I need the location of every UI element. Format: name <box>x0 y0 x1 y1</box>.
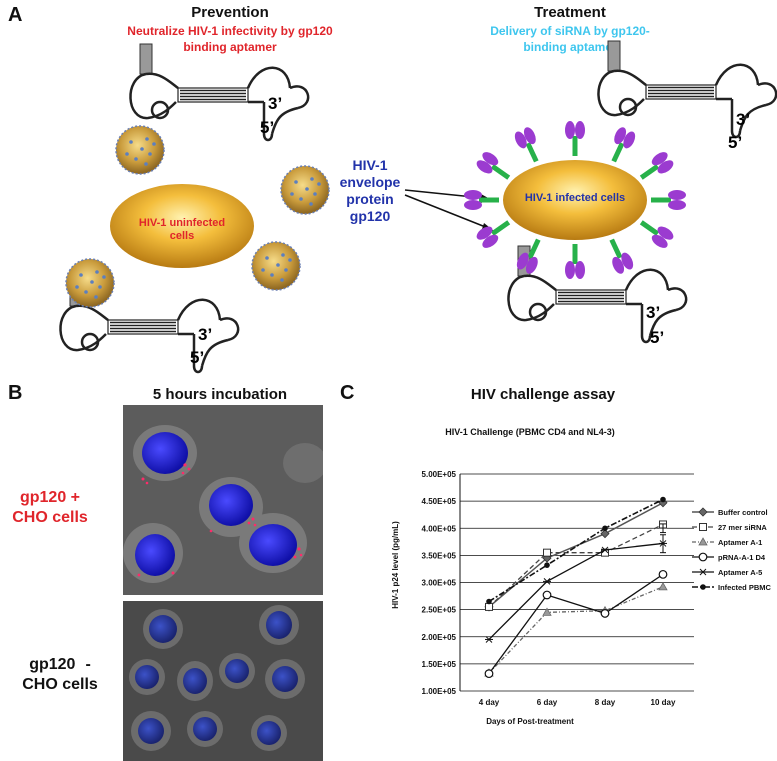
prevention-caption-line1: Neutralize HIV-1 infectivity by gp120 <box>127 24 333 38</box>
data-point <box>542 590 552 600</box>
data-point <box>486 598 492 605</box>
legend-marker <box>700 584 706 590</box>
x-tick-label: 6 day <box>537 698 558 707</box>
microscopy-images <box>123 405 323 761</box>
data-point <box>600 609 610 618</box>
panel-b-letter: B <box>8 382 23 404</box>
envelope-label-line4: gp120 <box>349 208 391 224</box>
data-point <box>660 496 666 503</box>
y-tick-label: 4.00E+05 <box>422 524 457 533</box>
legend-marker <box>698 537 708 546</box>
panel-c-letter: C <box>340 382 355 404</box>
legend-label: Aptamer A-5 <box>718 568 762 577</box>
panel-c-heading: HIV challenge assay <box>470 386 616 403</box>
treatment-caption-line1: Delivery of siRNA by gp120- <box>490 24 650 38</box>
legend-label: pRNA-A-1 D4 <box>718 553 766 562</box>
series-line <box>488 502 664 608</box>
data-point <box>543 548 551 557</box>
y-tick-label: 1.00E+05 <box>422 687 457 696</box>
data-point <box>658 569 668 579</box>
x-tick-label: 4 day <box>479 698 500 707</box>
uninfected-cell-label-line1: HIV-1 uninfected <box>138 217 226 229</box>
data-point <box>543 578 551 585</box>
treatment-caption-line2: binding aptamer <box>523 40 617 54</box>
series-line <box>488 573 664 675</box>
data-point <box>600 529 610 539</box>
three-prime-label: 3’ <box>198 325 213 344</box>
panel-a-letter: A <box>8 4 23 26</box>
infected-cell-label: HIV-1 infected cells <box>524 192 626 204</box>
envelope-label-line2: envelope <box>339 174 401 190</box>
x-tick-label: 10 day <box>651 698 676 707</box>
three-prime-label: 3’ <box>268 94 283 113</box>
data-point <box>658 582 668 591</box>
y-tick-label: 5.00E+05 <box>422 470 457 479</box>
five-prime-label: 5’ <box>190 348 205 367</box>
panel-a-illustration <box>59 39 777 374</box>
three-prime-label: 3’ <box>736 110 751 129</box>
cho-cells-label: CHO cells <box>22 676 98 693</box>
data-point <box>601 548 609 557</box>
gp120-minus-image <box>123 601 323 761</box>
three-prime-label: 3’ <box>646 303 661 322</box>
prevention-caption-line2: binding aptamer <box>183 40 277 54</box>
data-point <box>485 602 493 611</box>
y-tick-label: 3.50E+05 <box>422 551 457 560</box>
legend-marker <box>698 507 708 517</box>
gp120-minus-label: gp120 <box>29 656 76 673</box>
data-point <box>602 525 608 532</box>
legend-label: Buffer control <box>718 508 768 517</box>
treatment-heading: Treatment <box>534 4 606 21</box>
y-tick-label: 4.50E+05 <box>422 497 457 506</box>
legend-label: Infected PBMC <box>718 583 772 592</box>
uninfected-cell <box>110 184 254 268</box>
series-line <box>488 523 664 608</box>
data-point <box>544 562 550 568</box>
five-prime-label: 5’ <box>650 328 665 347</box>
chart-title: HIV-1 Challenge (PBMC CD4 and NL4-3) <box>445 427 615 437</box>
gp120-plus-image <box>123 405 323 595</box>
legend-marker <box>699 568 707 576</box>
prevention-heading: Prevention <box>191 4 269 21</box>
uninfected-cell-label-line2: cells <box>169 230 195 242</box>
legend-marker <box>698 552 708 562</box>
envelope-label-line3: protein <box>346 191 394 207</box>
series-line <box>488 542 664 640</box>
minus-sign: - <box>85 656 91 673</box>
series-line <box>488 498 664 603</box>
y-tick-label: 3.00E+05 <box>422 579 457 588</box>
five-prime-label: 5’ <box>728 133 743 152</box>
panel-b-heading: 5 hours incubation <box>152 386 288 403</box>
y-axis-label: HIV-1 p24 level (pg/mL) <box>391 521 400 609</box>
legend-label: Aptamer A-1 <box>718 538 762 547</box>
y-tick-label: 2.00E+05 <box>422 633 457 642</box>
cho-cells-label: CHO cells <box>12 509 88 526</box>
x-axis-label: Days of Post-treatment <box>486 717 574 726</box>
x-tick-label: 8 day <box>595 698 616 707</box>
legend-marker <box>699 523 707 531</box>
y-tick-label: 1.50E+05 <box>422 660 457 669</box>
gp120-plus-label: gp120 + <box>19 489 81 506</box>
five-prime-label: 5’ <box>260 118 275 137</box>
series-line <box>488 586 664 674</box>
arrow <box>404 194 489 229</box>
infected-cell <box>503 160 647 240</box>
data-point <box>601 546 609 554</box>
envelope-label-line1: HIV-1 <box>352 157 388 173</box>
y-tick-label: 2.50E+05 <box>422 606 457 615</box>
legend-label: 27 mer siRNA <box>718 523 767 532</box>
data-point <box>484 669 494 679</box>
data-point <box>485 636 493 643</box>
data-point <box>542 607 552 616</box>
